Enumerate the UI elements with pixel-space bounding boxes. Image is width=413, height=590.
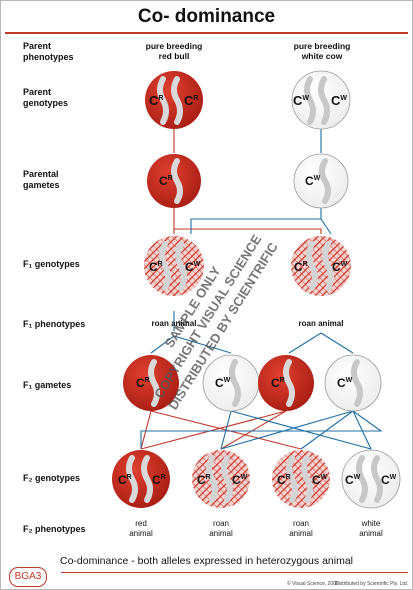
allele-label: CR <box>271 376 285 390</box>
f1-gamete-line-8 <box>140 410 383 449</box>
allele-label: CW <box>312 473 328 487</box>
parent-white-genotype: CW CW <box>291 70 351 130</box>
chart-code-badge: BGA3 <box>9 567 47 587</box>
row-label-parental-gametes: Parental gametes <box>23 169 60 191</box>
header-line: pure breeding <box>145 41 203 51</box>
allele-label: CR <box>118 473 132 487</box>
allele-label: CW <box>293 93 309 108</box>
phenotype-line: red <box>135 519 147 528</box>
allele-label: CR <box>136 376 150 390</box>
header-line: white cow <box>301 51 343 61</box>
row-label-line: phenotypes <box>23 52 74 62</box>
allele-label: CR <box>294 260 308 274</box>
f2-phenotype-white: white animal <box>346 519 396 539</box>
phenotype-line: animal <box>129 529 153 538</box>
f1-gamete-white-left: CW <box>202 354 260 412</box>
allele-label: CW <box>215 376 231 390</box>
row-label-f2-genotypes: F₂ genotypes <box>23 473 81 483</box>
allele-label: CW <box>332 260 348 274</box>
allele-label: CR <box>197 473 211 487</box>
row-label-line: genotypes <box>23 98 69 108</box>
parent-red-genotype: CR CR <box>145 71 203 129</box>
f1-gamete-line-7 <box>220 410 354 450</box>
header-line: pure breeding <box>293 41 351 51</box>
f1-gamete-line-6 <box>230 410 372 450</box>
allele-label: CR <box>149 93 163 108</box>
white-gamete-to-f1-right-line <box>320 218 332 235</box>
f1-gamete-red-left: CR <box>123 355 179 411</box>
f1-genotype-left: CR CW <box>144 236 204 296</box>
phenotype-line: white <box>361 519 381 528</box>
white-gamete-to-f1-line <box>190 207 322 234</box>
row-label-parent-phenotypes: Parent phenotypes <box>23 41 74 63</box>
title-band: Co- dominance <box>1 1 412 35</box>
f2-genotype-roan-a: CR CW <box>192 450 250 508</box>
white-gamete: CW <box>293 153 349 209</box>
row-label-f1-genotypes: F₁ genotypes <box>23 259 80 269</box>
f1-right-split-b <box>320 332 354 354</box>
row-label-line: gametes <box>23 180 60 190</box>
f2-phenotype-roan-b: roan animal <box>276 519 326 539</box>
phenotype-line: animal <box>289 529 313 538</box>
f2-genotype-red: CR CR <box>112 450 170 508</box>
allele-label: CR <box>149 260 163 274</box>
title-underline <box>5 32 408 34</box>
allele-label: CR <box>184 93 198 108</box>
allele-label: CW <box>185 260 201 274</box>
f1-gamete-white-right: CW <box>324 354 382 412</box>
allele-label: CW <box>337 376 353 390</box>
phenotype-line: animal <box>209 529 233 538</box>
distributor-credit: Distributed by Scientrific Pty. Ltd. <box>335 581 408 587</box>
row-label-line: Parent <box>23 87 52 97</box>
f1-phenotype-left: roan animal <box>151 319 197 328</box>
f1-phenotype-right: roan animal <box>298 319 344 328</box>
allele-label: CR <box>152 473 166 487</box>
parent-red-header: pure breeding red bull <box>129 41 219 61</box>
f1-gamete-red-right: CR <box>258 355 314 411</box>
f1-left-split <box>150 335 232 354</box>
f1-gamete-line-9 <box>300 410 354 450</box>
footer-rule <box>61 572 408 573</box>
f1-gamete-line-5 <box>220 410 232 450</box>
co-dominance-note: Co-dominance - both alleles expressed in… <box>60 555 353 567</box>
allele-label: CW <box>305 174 321 188</box>
f1-gamete-line-10 <box>352 410 372 450</box>
header-line: red bull <box>158 51 190 61</box>
row-label-parent-genotypes: Parent genotypes <box>23 87 68 109</box>
f1-gamete-line-3 <box>140 410 287 450</box>
f1-right-split-a <box>288 332 322 354</box>
f1-genotype-right: CR CW <box>291 236 351 296</box>
allele-label: CW <box>381 473 397 487</box>
white-lineage-lines <box>140 128 383 450</box>
phenotype-line: roan <box>292 519 309 528</box>
phenotype-line: roan <box>212 519 229 528</box>
row-label-line: Parental <box>23 169 59 179</box>
f2-phenotype-roan-a: roan animal <box>196 519 246 539</box>
row-label-f1-phenotypes: F₁ phenotypes <box>23 319 86 329</box>
row-label-line: Parent <box>23 41 52 51</box>
f2-genotype-white: CW CW <box>341 449 401 509</box>
allele-label: CW <box>331 93 347 108</box>
red-lineage-lines <box>140 128 322 450</box>
phenotype-line: animal <box>359 529 383 538</box>
f1-gamete-line-4 <box>220 410 287 450</box>
allele-label: CR <box>277 473 291 487</box>
allele-label: CW <box>232 473 248 487</box>
page-title: Co- dominance <box>137 6 276 27</box>
allele-label: CR <box>159 174 173 188</box>
f1-gamete-line-1 <box>140 410 152 450</box>
allele-label: CW <box>345 473 361 487</box>
f2-genotype-roan-b: CR CW <box>272 450 330 508</box>
copyright-credit: © Visual Science, 2006 <box>287 581 339 587</box>
row-label-f2-phenotypes: F₂ phenotypes <box>23 524 86 534</box>
row-label-f1-gametes: F₁ gametes <box>23 380 72 390</box>
red-gamete: CR <box>147 154 201 208</box>
f2-phenotype-red: red animal <box>116 519 166 539</box>
parent-white-header: pure breeding white cow <box>277 41 367 61</box>
red-gamete-to-f1-line <box>173 207 322 234</box>
